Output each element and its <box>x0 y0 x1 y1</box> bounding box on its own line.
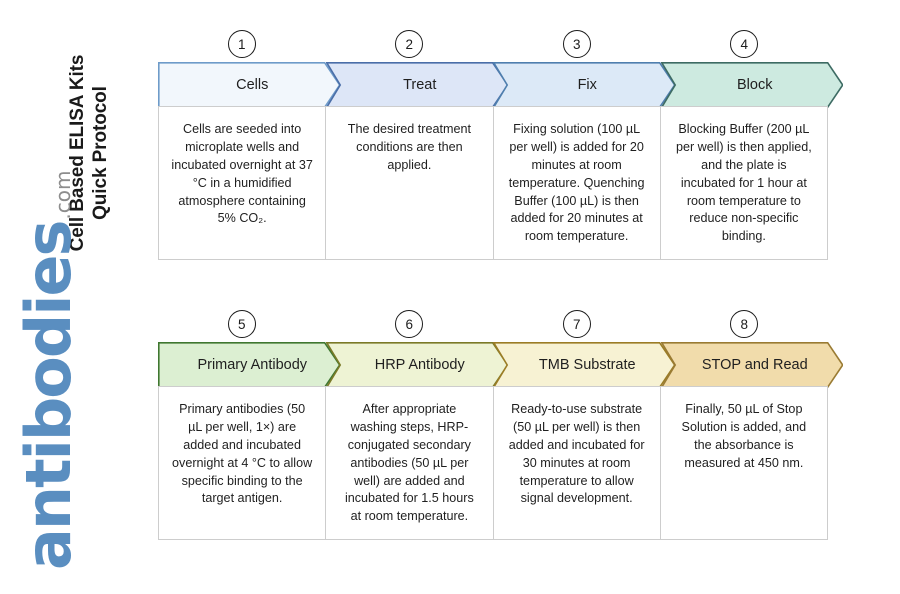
step-description-text: Blocking Buffer (200 µL per well) is the… <box>675 122 812 244</box>
brand-logo-wordmark: antibodies <box>12 221 85 570</box>
step-number-badge: 4 <box>730 30 759 58</box>
chevron-step[interactable]: Fix <box>493 62 676 108</box>
brand-logo-tld: .com <box>51 170 75 220</box>
step-number-badge: 3 <box>562 30 591 58</box>
chevron-step-label: HRP Antibody <box>374 357 465 373</box>
step-description-text: Fixing solution (100 µL per well) is add… <box>508 122 645 244</box>
chevron-step-label: Block <box>737 77 773 93</box>
step-description-cell: Cells are seeded into microplate wells a… <box>159 107 327 259</box>
step-description-cell: Primary antibodies (50 µL per well, 1×) … <box>159 387 327 539</box>
chevron-step[interactable]: HRP Antibody <box>325 342 508 388</box>
step-description-cell: Ready-to-use substrate (50 µL per well) … <box>494 387 661 539</box>
chevron-step-label: TMB Substrate <box>538 357 636 373</box>
step-description-text: The desired treatment conditions are the… <box>347 122 471 172</box>
step-description-cell: The desired treatment conditions are the… <box>326 107 494 259</box>
step-number-badge: 6 <box>395 310 424 338</box>
step-description-cell: Finally, 50 µL of Stop Solution is added… <box>661 387 827 539</box>
step-description-cell: Blocking Buffer (200 µL per well) is the… <box>661 107 827 259</box>
step-description-cell: After appropriate washing steps, HRP-con… <box>326 387 494 539</box>
step-description-cell: Fixing solution (100 µL per well) is add… <box>494 107 661 259</box>
step-descriptions-row-1: Cells are seeded into microplate wells a… <box>158 106 828 260</box>
step-number-badge: 8 <box>730 310 759 338</box>
chevron-step-label: STOP and Read <box>701 357 808 373</box>
step-descriptions-row-2: Primary antibodies (50 µL per well, 1×) … <box>158 386 828 540</box>
step-description-text: After appropriate washing steps, HRP-con… <box>344 402 474 524</box>
chevron-step[interactable]: Cells <box>158 62 341 108</box>
chevron-step[interactable]: STOP and Read <box>660 342 843 388</box>
chevron-step[interactable]: Primary Antibody <box>158 342 341 388</box>
brand-logo: antibodies .com <box>12 170 94 570</box>
chevron-step[interactable]: TMB Substrate <box>493 342 676 388</box>
chevron-strip-row-2: Primary Antibody HRP Antibody TMB Substrat… <box>158 342 848 388</box>
chevron-step-label: Primary Antibody <box>197 357 308 373</box>
step-description-text: Finally, 50 µL of Stop Solution is added… <box>681 402 807 470</box>
page-title-line-2: Quick Protocol <box>90 86 111 220</box>
protocol-row-1: 1 2 3 4 Cells Treat Fix Block Cells are seeded… <box>158 30 848 260</box>
step-number-badge: 2 <box>395 30 424 58</box>
step-badges-row-2: 5 6 7 8 <box>158 310 828 342</box>
step-number-badge: 5 <box>227 310 256 338</box>
step-number-badge: 1 <box>227 30 256 58</box>
chevron-step[interactable]: Treat <box>325 62 508 108</box>
chevron-step[interactable]: Block <box>660 62 843 108</box>
step-description-text: Ready-to-use substrate (50 µL per well) … <box>508 402 645 506</box>
step-description-text: Primary antibodies (50 µL per well, 1×) … <box>172 402 313 506</box>
chevron-step-label: Cells <box>236 77 269 93</box>
chevron-step-label: Treat <box>403 77 437 93</box>
step-badges-row-1: 1 2 3 4 <box>158 30 828 62</box>
chevron-step-label: Fix <box>577 77 597 93</box>
step-number-badge: 7 <box>562 310 591 338</box>
step-description-text: Cells are seeded into microplate wells a… <box>171 122 313 226</box>
chevron-strip-row-1: Cells Treat Fix Block <box>158 62 848 108</box>
protocol-row-2: 5 6 7 8 Primary Antibody HRP Antibody TMB Sub… <box>158 310 848 540</box>
